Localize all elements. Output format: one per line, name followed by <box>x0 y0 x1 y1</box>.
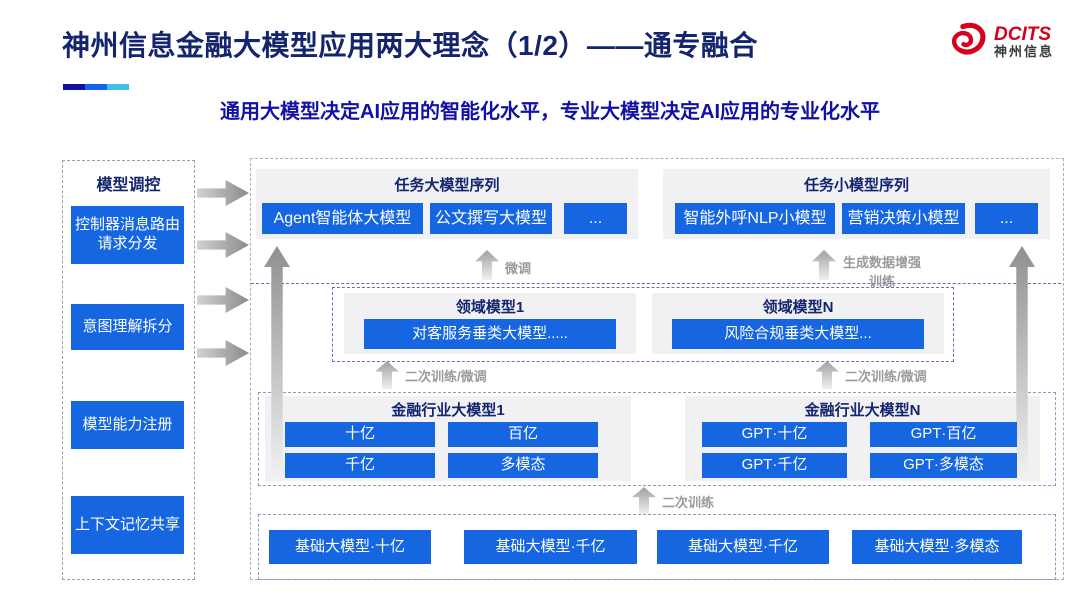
title-underline <box>63 84 129 90</box>
industry-1-item: 十亿 <box>285 422 435 447</box>
logo-brand-text: DCITS <box>994 23 1051 45</box>
model-control-panel: 模型调控 控制器消息路由请求分发 意图理解拆分 模型能力注册 上下文记忆共享 <box>62 160 195 580</box>
task-small-item-more: ... <box>975 203 1038 234</box>
task-large-item-doc: 公文撰写大模型 <box>430 203 552 234</box>
sidebar-item-intent: 意图理解拆分 <box>71 304 184 350</box>
group-title: 领域模型1 <box>455 299 525 316</box>
separator-line <box>251 283 1061 284</box>
task-small-item-nlp: 智能外呼NLP小模型 <box>675 203 835 234</box>
industry-n-item: GPT·千亿 <box>702 453 847 478</box>
sidebar-item-context: 上下文记忆共享 <box>71 496 184 554</box>
logo-brand-cn-text: 神州信息 <box>994 43 1055 59</box>
page-title: 神州信息金融大模型应用两大理念（1/2）——通专融合 <box>62 30 758 61</box>
flow-arrow-right-icon <box>197 340 249 366</box>
industry-n-item: GPT·百亿 <box>870 422 1017 447</box>
flow-arrow-right-icon <box>197 180 249 206</box>
base-models-frame <box>258 514 1056 580</box>
underline-segment <box>63 84 85 90</box>
dcits-swirl-icon <box>951 22 986 55</box>
base-model-item: 基础大模型·千亿 <box>464 530 637 564</box>
sidebar-item-registry: 模型能力注册 <box>71 401 184 449</box>
industry-1-item: 多模态 <box>448 453 598 478</box>
group-title: 任务小模型序列 <box>803 177 909 194</box>
task-small-item-marketing: 营销决策小模型 <box>842 203 965 234</box>
base-model-item: 基础大模型·多模态 <box>852 530 1022 564</box>
sidebar-item-router: 控制器消息路由请求分发 <box>71 206 184 264</box>
slide-subtitle: 通用大模型决定AI应用的智能化水平，专业大模型决定AI应用的专业化水平 <box>220 101 880 123</box>
retrain-finetune-label-right: 二次训练/微调 <box>845 369 927 384</box>
industry-models-frame <box>258 392 1056 486</box>
group-title: 领域模型N <box>762 299 834 316</box>
industry-1-item: 百亿 <box>448 422 598 447</box>
underline-segment <box>107 84 129 90</box>
domain-model-n-item: 风险合规垂类大模型... <box>672 319 924 349</box>
industry-n-item: GPT·多模态 <box>870 453 1017 478</box>
flow-arrow-right-icon <box>197 232 249 258</box>
base-model-item: 基础大模型·千亿 <box>657 530 829 564</box>
group-title: 金融行业大模型N <box>804 402 921 419</box>
retrain-label: 二次训练 <box>662 495 715 510</box>
base-model-item: 基础大模型·十亿 <box>269 530 431 564</box>
gen-data-train-label: 生成数据增强训练 <box>842 255 921 289</box>
sidebar-title: 模型调控 <box>96 177 161 194</box>
task-large-item-agent: Agent智能体大模型 <box>262 203 423 234</box>
group-title: 任务大模型序列 <box>394 177 500 194</box>
retrain-finetune-label-left: 二次训练/微调 <box>405 369 487 384</box>
industry-1-item: 千亿 <box>285 453 435 478</box>
group-title: 金融行业大模型1 <box>391 402 505 419</box>
dcits-logo: DCITS 神州信息 <box>942 20 1072 64</box>
industry-n-item: GPT·十亿 <box>702 422 847 447</box>
fine-tune-label: 微调 <box>505 261 532 276</box>
underline-segment <box>85 84 107 90</box>
domain-models-frame <box>332 287 954 362</box>
domain-model-1-item: 对客服务垂类大模型..... <box>364 319 616 349</box>
task-large-item-more: ... <box>564 203 627 234</box>
flow-arrow-right-icon <box>197 287 249 313</box>
